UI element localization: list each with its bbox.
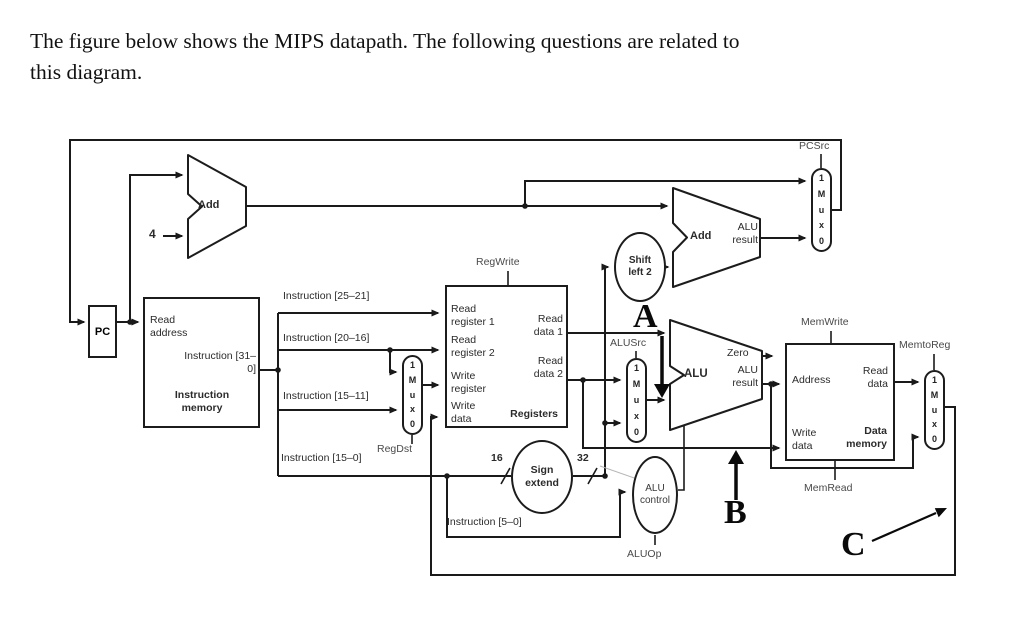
mux-char: 1 bbox=[633, 363, 639, 373]
dmem-read-data-port: Read data bbox=[862, 365, 888, 390]
regs-read-register-2-port: Read register 2 bbox=[451, 334, 495, 359]
regs-write-data-port: Write data bbox=[451, 400, 476, 425]
caption-line-1: The figure below shows the MIPS datapath… bbox=[30, 29, 740, 53]
annotation-arrows bbox=[654, 336, 947, 543]
bus-instruction-25-21-label: Instruction [25–21] bbox=[283, 290, 370, 302]
mux-char: M bbox=[817, 188, 826, 199]
regs-read-data-2-port: Read data 2 bbox=[533, 355, 563, 380]
bus-width-slashes bbox=[500, 467, 598, 485]
imem-instruction-output: Instruction [31–0] bbox=[184, 350, 256, 375]
regdst-mux: 1 M u x 0 bbox=[402, 355, 423, 435]
aluop-label: ALUOp bbox=[627, 548, 662, 560]
dmem-write-data-port: Write data bbox=[792, 427, 817, 452]
annotation-b: B bbox=[724, 494, 747, 531]
dmem-name: Data memory bbox=[846, 425, 887, 450]
junction-dots bbox=[127, 203, 774, 479]
mux-char: x bbox=[633, 411, 639, 421]
mux-char: M bbox=[632, 379, 641, 389]
dmem-address-port: Address bbox=[792, 374, 831, 386]
alusrc-label: ALUSrc bbox=[610, 337, 647, 349]
data-memory-box bbox=[785, 343, 895, 461]
mux-char: x bbox=[409, 404, 415, 415]
annotation-c: C bbox=[841, 526, 866, 563]
memtoreg-label: MemtoReg bbox=[899, 339, 951, 351]
branch-adder-label: Add bbox=[690, 230, 712, 242]
registers-box bbox=[445, 285, 568, 428]
bus-width-16-label: 16 bbox=[491, 452, 503, 464]
annotation-a: A bbox=[633, 298, 658, 335]
pc-adder-shape bbox=[187, 154, 247, 259]
mux-char: x bbox=[818, 220, 824, 231]
sign-extend-label: Sign extend bbox=[525, 464, 559, 489]
alu-control-label: ALU control bbox=[639, 483, 670, 506]
imem-name: Instruction memory bbox=[174, 389, 230, 414]
branch-adder-result-label: ALU result bbox=[732, 221, 758, 246]
alu-control-ellipse: ALU control bbox=[632, 456, 678, 534]
adder-and-alu-shapes bbox=[187, 154, 763, 431]
bus-instruction-15-11-label: Instruction [15–11] bbox=[283, 390, 369, 402]
alu-result-label: ALU result bbox=[732, 364, 758, 389]
regs-read-data-1-port: Read data 1 bbox=[533, 313, 563, 338]
mux-char: 0 bbox=[931, 434, 937, 444]
mux-char: M bbox=[408, 374, 417, 385]
mux-char: 1 bbox=[818, 173, 824, 183]
alu-label: ALU bbox=[684, 368, 708, 380]
mux-char: u bbox=[409, 389, 416, 400]
bus-instruction-20-16-label: Instruction [20–16] bbox=[283, 332, 370, 344]
mux-char: 0 bbox=[633, 427, 639, 437]
branch-adder-shape bbox=[672, 187, 761, 288]
wires bbox=[69, 139, 956, 576]
memwrite-label: MemWrite bbox=[801, 316, 849, 328]
regwrite-label: RegWrite bbox=[476, 256, 520, 268]
memread-label: MemRead bbox=[804, 482, 853, 494]
pcsrc-label: PCSrc bbox=[799, 140, 830, 152]
mux-char: 1 bbox=[409, 360, 415, 370]
pc-adder-label: Add bbox=[198, 199, 220, 211]
annotation-c-arrow bbox=[871, 511, 937, 543]
mux-char: M bbox=[930, 389, 939, 400]
alu-shape bbox=[669, 319, 763, 431]
caption-line-2: this diagram. bbox=[30, 60, 143, 84]
memtoreg-mux: 1 M u x 0 bbox=[924, 370, 945, 450]
regs-read-register-1-port: Read register 1 bbox=[451, 303, 495, 328]
sign-extend-ellipse: Sign extend bbox=[511, 440, 573, 514]
mux-char: x bbox=[931, 419, 937, 430]
bus-instruction-15-0-label: Instruction [15–0] bbox=[281, 452, 362, 464]
shift-left-2-label: Shift left 2 bbox=[628, 255, 652, 278]
pcsrc-mux: 1 M u x 0 bbox=[811, 168, 832, 252]
pc-increment-constant: 4 bbox=[149, 227, 156, 241]
mux-char: 0 bbox=[818, 236, 824, 246]
scan-crease bbox=[599, 465, 638, 480]
mux-char: u bbox=[931, 404, 938, 415]
bus-width-32-label: 32 bbox=[577, 452, 589, 464]
regs-write-register-port: Write register bbox=[451, 370, 487, 395]
regdst-label: RegDst bbox=[377, 443, 413, 455]
imem-read-address-port: Read address bbox=[150, 314, 188, 339]
alusrc-mux: 1 M u x 0 bbox=[626, 358, 647, 443]
mux-char: u bbox=[818, 204, 825, 215]
alu-zero-label: Zero bbox=[727, 347, 749, 359]
mux-char: u bbox=[633, 395, 640, 405]
pc-label: PC bbox=[94, 325, 111, 338]
instruction-memory-box bbox=[143, 297, 260, 428]
pc-register-box: PC bbox=[88, 305, 117, 358]
mux-char: 0 bbox=[409, 419, 415, 429]
regs-name: Registers bbox=[510, 408, 558, 420]
bus-instruction-5-0-label: Instruction [5–0] bbox=[447, 516, 522, 528]
mux-char: 1 bbox=[931, 375, 937, 385]
control-stubs bbox=[411, 154, 935, 545]
shift-left-2-ellipse: Shift left 2 bbox=[614, 232, 666, 302]
caption: The figure below shows the MIPS datapath… bbox=[30, 26, 990, 88]
